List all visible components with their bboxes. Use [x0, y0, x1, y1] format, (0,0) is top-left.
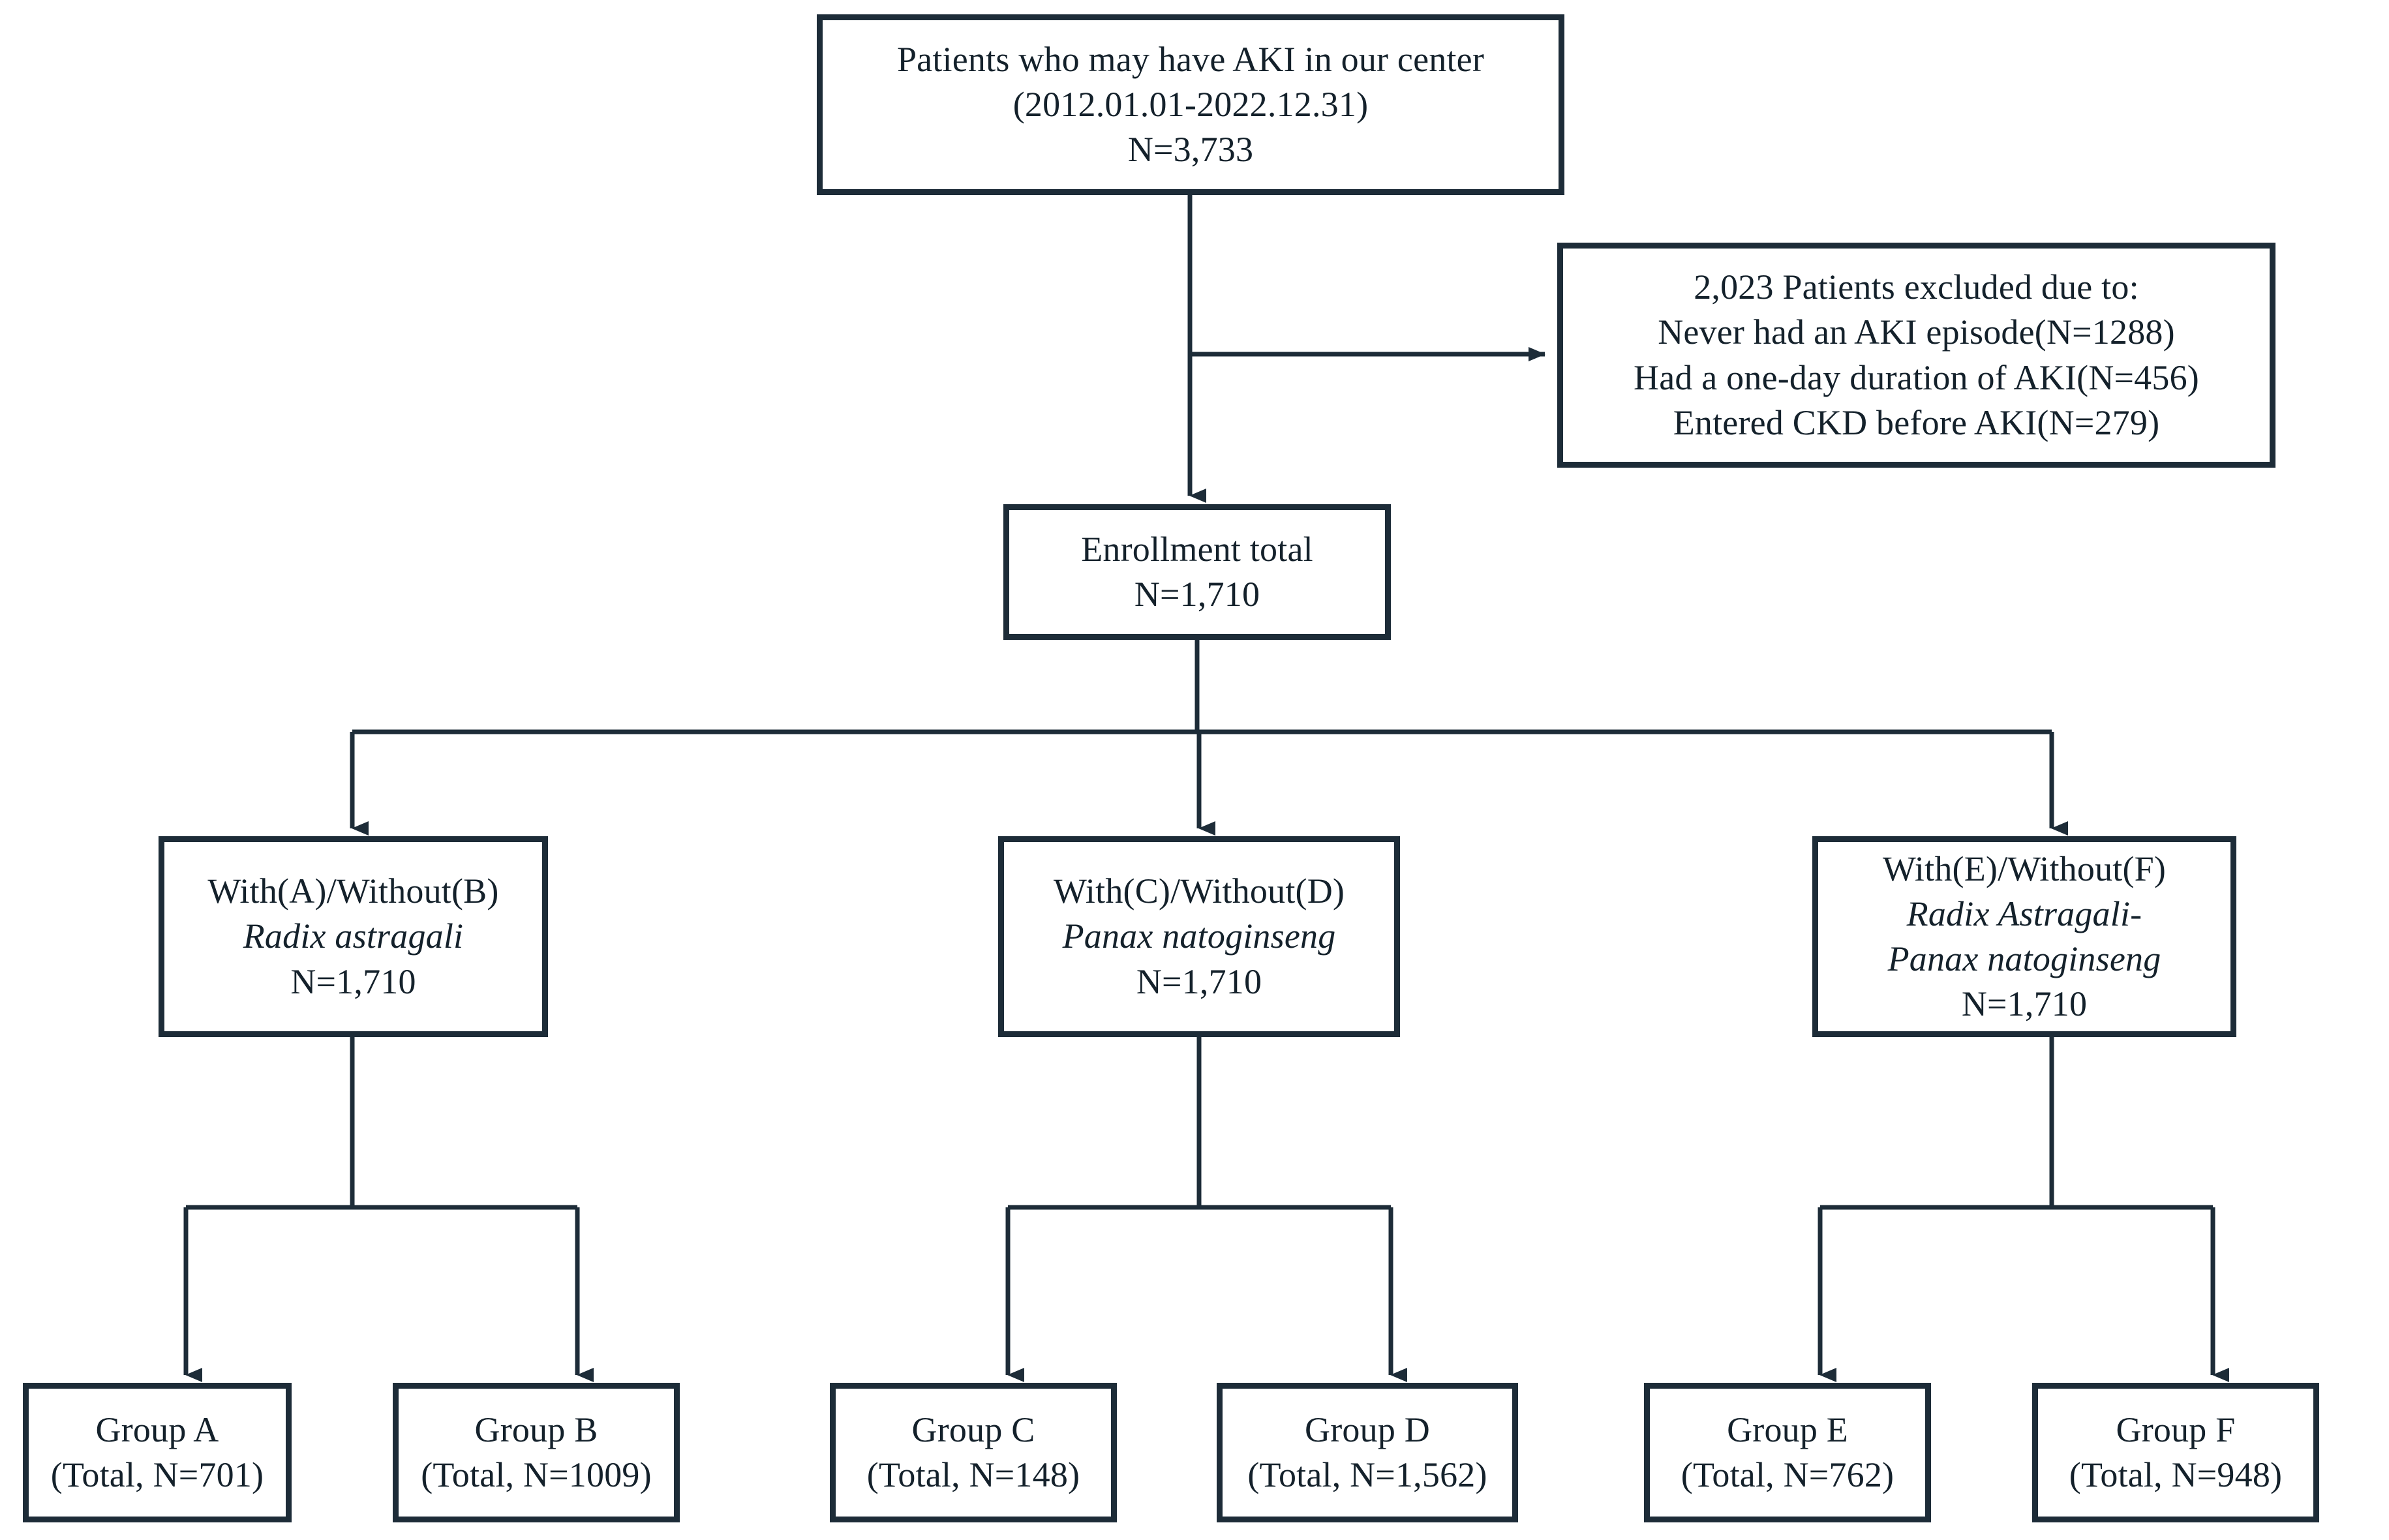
- enrollment-total-box: Enrollment total N=1,710: [1003, 504, 1391, 640]
- enrollment-total-count: N=1,710: [1134, 575, 1260, 614]
- excluded-reason-no-aki: Never had an AKI episode(N=1288): [1658, 312, 2175, 352]
- excluded-reason-ckd-before-aki: Entered CKD before AKI(N=279): [1673, 402, 2160, 442]
- group-b-count: (Total, N=1009): [421, 1455, 652, 1494]
- group-b-box: Group B (Total, N=1009): [393, 1383, 680, 1522]
- group-f-box: Group F (Total, N=948): [2032, 1383, 2319, 1522]
- group-e-count: (Total, N=762): [1681, 1455, 1894, 1494]
- arm-ab-herb: Radix astragali: [243, 916, 464, 956]
- group-d-count: (Total, N=1,562): [1247, 1455, 1487, 1494]
- group-c-box: Group C (Total, N=148): [830, 1383, 1117, 1522]
- excluded-reason-one-day-aki: Had a one-day duration of AKI(N=456): [1634, 357, 2199, 397]
- arm-ef-box: With(E)/Without(F) Radix Astragali- Pana…: [1812, 836, 2236, 1037]
- group-f-count: (Total, N=948): [2069, 1455, 2283, 1494]
- group-d-box: Group D (Total, N=1,562): [1217, 1383, 1518, 1522]
- group-a-count: (Total, N=701): [50, 1455, 264, 1494]
- group-a-box: Group A (Total, N=701): [23, 1383, 292, 1522]
- group-f-label: Group F: [2116, 1410, 2236, 1449]
- arm-ab-label: With(A)/Without(B): [207, 871, 499, 911]
- group-b-label: Group B: [474, 1410, 598, 1449]
- excluded-heading: 2,023 Patients excluded due to:: [1694, 267, 2139, 307]
- group-d-label: Group D: [1305, 1410, 1430, 1449]
- source-cohort-count: N=3,733: [1127, 130, 1254, 170]
- group-a-label: Group A: [95, 1410, 219, 1449]
- arm-cd-label: With(C)/Without(D): [1053, 871, 1345, 911]
- arm-ef-label: With(E)/Without(F): [1882, 849, 2167, 888]
- arm-cd-count: N=1,710: [1136, 961, 1262, 1001]
- source-cohort-box: Patients who may have AKI in our center …: [817, 14, 1564, 195]
- arm-ef-herb-line-2: Panax natoginseng: [1887, 939, 2161, 978]
- source-cohort-line-1: Patients who may have AKI in our center: [896, 39, 1485, 79]
- arm-cd-box: With(C)/Without(D) Panax natoginseng N=1…: [998, 836, 1400, 1037]
- group-c-count: (Total, N=148): [866, 1455, 1080, 1494]
- enrollment-total-label: Enrollment total: [1081, 529, 1313, 569]
- arm-ef-herb-line-1: Radix Astragali-: [1906, 894, 2142, 933]
- group-c-label: Group C: [911, 1410, 1035, 1449]
- arm-ef-count: N=1,710: [1961, 984, 2088, 1024]
- arm-ab-box: With(A)/Without(B) Radix astragali N=1,7…: [159, 836, 548, 1037]
- excluded-patients-box: 2,023 Patients excluded due to: Never ha…: [1557, 243, 2275, 468]
- arm-cd-herb: Panax natoginseng: [1062, 916, 1336, 956]
- group-e-box: Group E (Total, N=762): [1644, 1383, 1931, 1522]
- arm-ab-count: N=1,710: [290, 961, 416, 1001]
- group-e-label: Group E: [1727, 1410, 1848, 1449]
- source-cohort-line-2: (2012.01.01-2022.12.31): [1012, 84, 1369, 124]
